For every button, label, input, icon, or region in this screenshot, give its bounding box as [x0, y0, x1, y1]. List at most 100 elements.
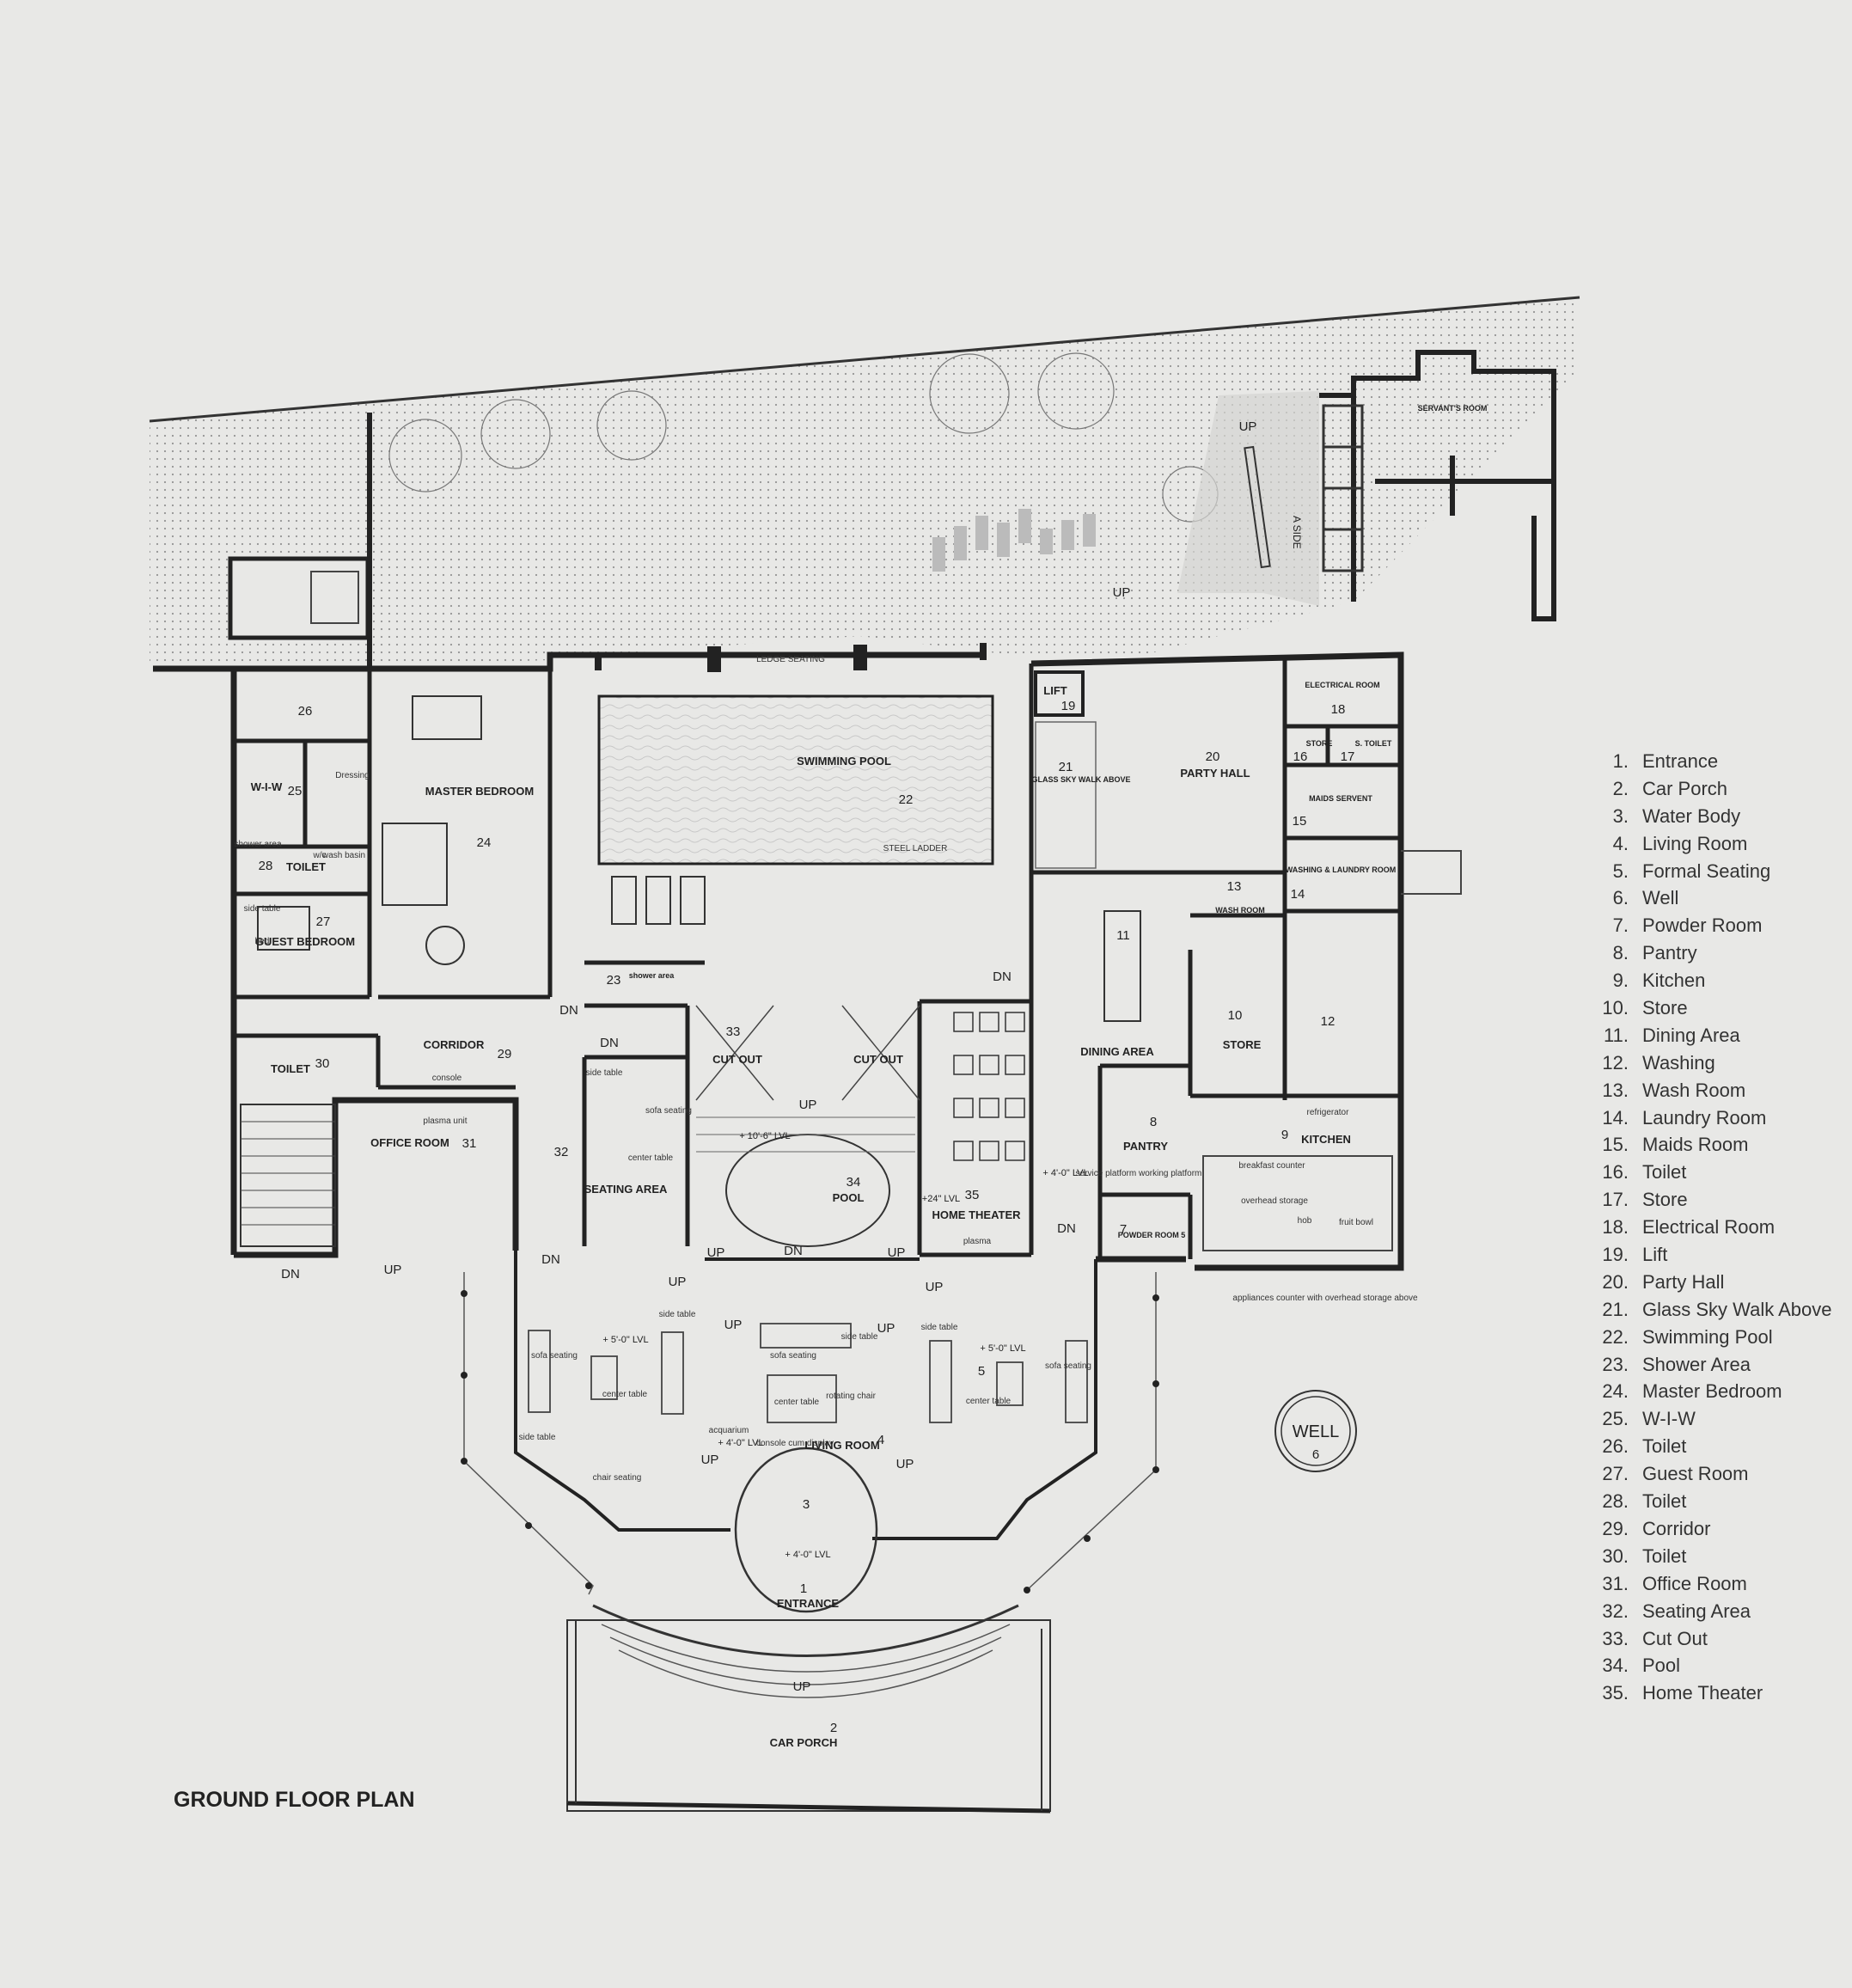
legend-number: 15. — [1602, 1134, 1629, 1156]
level-mark: + 4'-0" LVL — [718, 1438, 763, 1448]
tree-icon — [480, 399, 551, 469]
room-number: 7 — [1120, 1222, 1127, 1237]
legend-label: Wash Room — [1642, 1079, 1746, 1101]
legend-number: 7. — [1612, 914, 1629, 937]
legend-number: 31. — [1602, 1572, 1629, 1594]
dn-mark: DN — [541, 1252, 560, 1267]
legend-number: 20. — [1602, 1270, 1629, 1293]
legend-item: 28.Toilet — [1586, 1488, 1831, 1515]
note: console cum display — [756, 1439, 834, 1448]
note: bed — [255, 937, 270, 946]
tree-icon — [388, 419, 462, 492]
label-entrance: ENTRANCE — [777, 1597, 840, 1610]
room-number: 31 — [462, 1136, 477, 1151]
theater-seat — [1005, 1141, 1025, 1161]
note: appliances counter with overhead storage… — [1232, 1294, 1418, 1303]
legend-number: 25. — [1602, 1408, 1629, 1430]
label-store-small: STORE — [1306, 739, 1333, 748]
note: side table — [841, 1332, 878, 1342]
note: rotating chair — [826, 1392, 876, 1401]
room-number: 25 — [288, 784, 303, 798]
kitchen-counter — [1202, 1155, 1393, 1251]
room-number: 19 — [1061, 699, 1076, 713]
legend-item: 31.Office Room — [1586, 1570, 1831, 1598]
legend-label: Water Body — [1642, 804, 1741, 827]
room-number: 33 — [726, 1025, 741, 1039]
note: w/c — [313, 851, 327, 860]
room-number: 5 — [978, 1364, 985, 1379]
legend-item: 13.Wash Room — [1586, 1077, 1831, 1104]
level-mark: + 5'-0" LVL — [980, 1343, 1025, 1354]
dn-mark: DN — [1057, 1221, 1076, 1236]
legend-number: 22. — [1602, 1325, 1629, 1348]
room-number: 14 — [1291, 887, 1305, 902]
note: side table — [586, 1068, 623, 1078]
legend-item: 34.Pool — [1586, 1652, 1831, 1679]
room-number: 27 — [316, 914, 331, 929]
dn-mark: DN — [784, 1244, 803, 1258]
room-number: 8 — [1150, 1115, 1157, 1129]
legend-number: 18. — [1602, 1216, 1629, 1239]
up-mark: UP — [888, 1245, 906, 1260]
note: console — [432, 1074, 462, 1083]
plan-title: GROUND FLOOR PLAN — [174, 1788, 415, 1812]
room-number: 13 — [1227, 879, 1242, 894]
room-number: 28 — [259, 859, 273, 873]
theater-seat — [979, 1141, 999, 1161]
deck-lounger — [680, 876, 706, 925]
legend-number: 14. — [1602, 1106, 1629, 1129]
legend-item: 35.Home Theater — [1586, 1679, 1831, 1707]
theater-seat — [953, 1098, 974, 1118]
label-well: WELL — [1293, 1422, 1339, 1441]
note: fruit bowl — [1339, 1218, 1373, 1227]
legend-number: 12. — [1602, 1051, 1629, 1074]
note: side table — [921, 1323, 958, 1332]
well — [1274, 1390, 1357, 1472]
level-mark: +24" LVL — [922, 1194, 960, 1204]
room-number: 15 — [1293, 814, 1307, 829]
note: center table — [602, 1390, 648, 1399]
note: wash basin — [321, 851, 365, 860]
note: side table — [659, 1310, 696, 1319]
room-number: 17 — [1341, 749, 1355, 764]
note: service platform working platform — [1076, 1169, 1202, 1178]
legend-number: 21. — [1602, 1298, 1629, 1320]
legend-label: Laundry Room — [1642, 1106, 1767, 1129]
living-sofa — [760, 1323, 852, 1349]
tree-icon — [1037, 352, 1115, 430]
lift-shaft — [1034, 670, 1085, 717]
up-mark: UP — [926, 1280, 944, 1294]
legend-item: 27.Guest Room — [1586, 1460, 1831, 1488]
legend-number: 4. — [1612, 832, 1629, 854]
room-number: 32 — [554, 1145, 569, 1159]
label-pantry: PANTRY — [1123, 1140, 1168, 1153]
label-maids: MAIDS SERVENT — [1309, 794, 1372, 803]
legend-item: 25.W-I-W — [1586, 1405, 1831, 1433]
legend-number: 5. — [1612, 859, 1629, 882]
entry-stairs-east — [1401, 850, 1462, 895]
legend-number: 27. — [1602, 1463, 1629, 1485]
toilet-outbuilding — [228, 556, 370, 640]
glass-sky-walk — [1035, 721, 1097, 869]
note: acquarium — [709, 1426, 749, 1435]
label-home-theater: HOME THEATER — [932, 1208, 1021, 1221]
level-mark: + 4'-0" LVL — [785, 1550, 830, 1560]
up-mark: UP — [877, 1321, 895, 1336]
note: STEEL LADDER — [883, 844, 948, 853]
level-mark: + 10'-6" LVL — [739, 1131, 790, 1141]
theater-seat — [1005, 1098, 1025, 1118]
up-mark: UP — [707, 1245, 725, 1260]
note: overhead storage — [1241, 1196, 1308, 1206]
property-boundary — [149, 296, 1580, 423]
note: center table — [628, 1153, 674, 1163]
legend-item: 10.Store — [1586, 994, 1831, 1022]
note: chair seating — [593, 1473, 642, 1483]
legend-label: Cut Out — [1642, 1627, 1708, 1649]
theater-seat — [979, 1055, 999, 1075]
room-number: 16 — [1293, 749, 1308, 764]
room-number: 34 — [847, 1175, 861, 1190]
tree-icon — [929, 353, 1010, 434]
living-facade — [514, 1251, 730, 1532]
legend-label: Well — [1642, 887, 1679, 909]
legend-number: 29. — [1602, 1517, 1629, 1539]
